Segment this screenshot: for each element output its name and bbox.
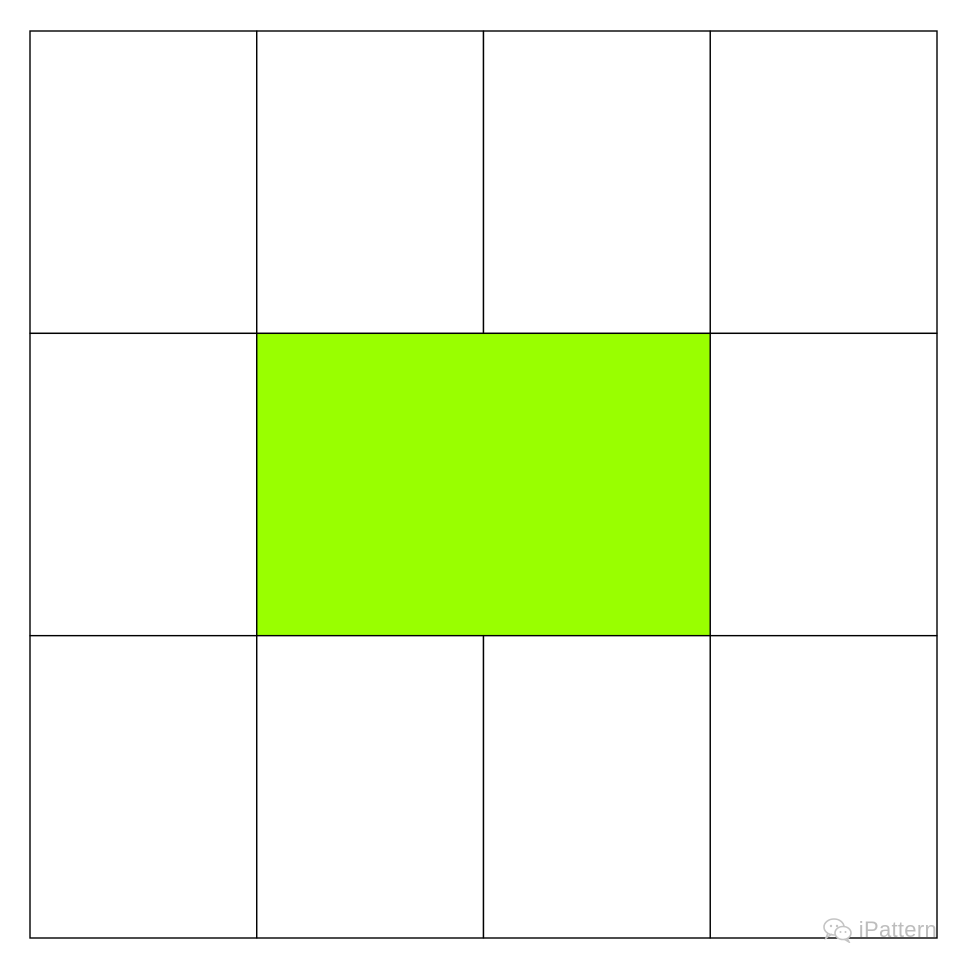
grid-cell-r2-c1 <box>29 332 258 637</box>
highlighted-cell <box>256 332 711 637</box>
grid-cell-r1-c2 <box>256 30 485 335</box>
grid-cell-r1-c1 <box>29 30 258 335</box>
grid-cell-r3-c1 <box>29 634 258 939</box>
grid-cell-r2-c4 <box>709 332 938 637</box>
wechat-icon <box>822 918 852 943</box>
grid-cell-r1-c3 <box>482 30 711 335</box>
grid-cell-r3-c4 <box>709 634 938 939</box>
grid-cell-r3-c3 <box>482 634 711 939</box>
grid-cell-r1-c4 <box>709 30 938 335</box>
watermark-text: iPattern <box>858 917 937 942</box>
watermark: iPattern <box>822 917 937 943</box>
grid-cell-r3-c2 <box>256 634 485 939</box>
